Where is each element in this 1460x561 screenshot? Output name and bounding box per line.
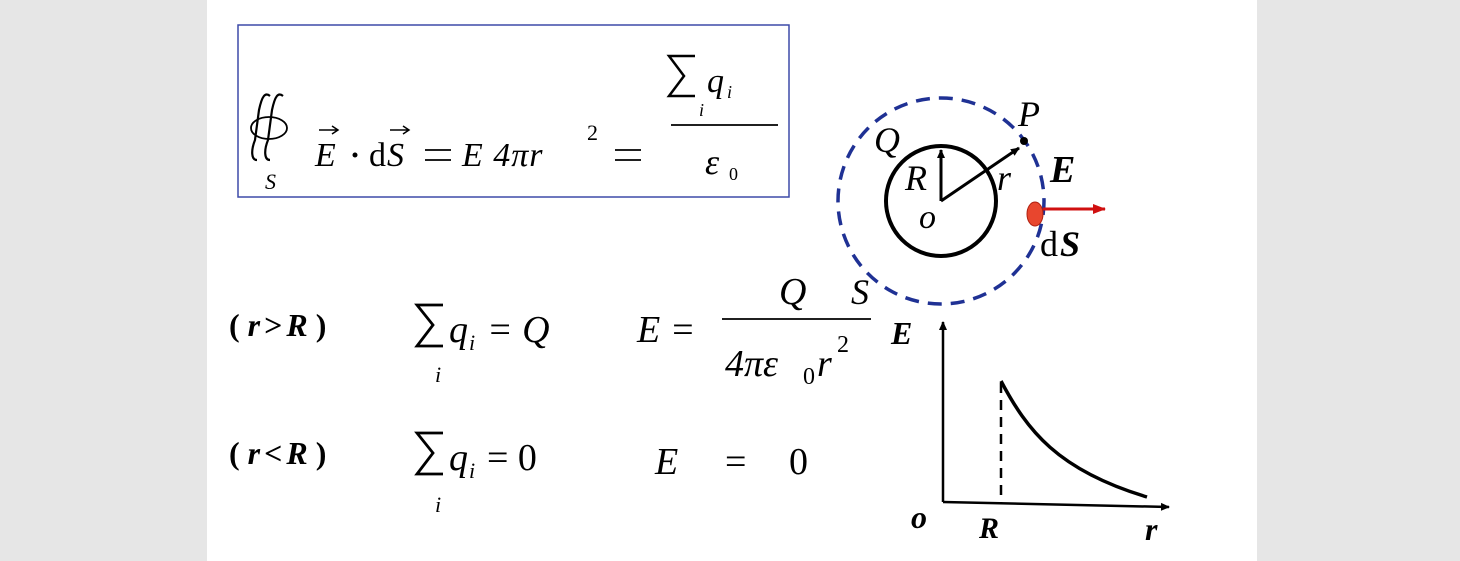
graph-field-curve <box>999 380 1148 499</box>
e-lhs-inside: E <box>654 441 678 483</box>
e-four-pi-r: E 4πr <box>461 137 544 174</box>
condition-op: > <box>264 307 282 343</box>
s-vector-arrow-icon <box>390 125 411 135</box>
sum-sigma-icon-inside <box>414 431 443 476</box>
gauss-law-equation-box: S E d S E 4πr 2 q i i ε 0 <box>237 24 790 198</box>
epsilon-subscript: 0 <box>729 164 738 184</box>
e-vs-r-graph: E o R r <box>890 315 1170 547</box>
e-vector-symbol: E <box>314 137 336 174</box>
sum-index: i <box>699 100 704 120</box>
slide-canvas: S E d S E 4πr 2 q i i ε 0 Q R o r P E d <box>229 24 1170 547</box>
graph-x-label: r <box>1145 511 1158 547</box>
sum-value-inside: = 0 <box>487 437 537 479</box>
equals-sign-2 <box>615 149 641 161</box>
field-e-label: E <box>1049 149 1075 191</box>
ds-s-vector-symbol: S <box>387 137 404 174</box>
point-p-dot <box>1020 137 1028 145</box>
sum-value-outside: = Q <box>487 309 550 351</box>
ds-label-s: S <box>1060 224 1080 264</box>
ds-label-d: d <box>1040 224 1058 264</box>
denominator-exp: 2 <box>837 332 849 358</box>
closed-surface-integral-icon <box>250 93 288 162</box>
condition-r: r <box>248 435 261 471</box>
condition-close-paren: ) <box>308 435 327 471</box>
graph-R-tick-label: R <box>978 512 999 545</box>
condition-outside: ( r>R ) <box>229 307 326 343</box>
gaussian-surface-circle <box>836 96 1046 306</box>
condition-inside: ( r<R ) <box>229 435 326 471</box>
sphere-radius-label: R <box>904 158 927 198</box>
equation-box-border <box>237 24 790 198</box>
r-vector-label: r <box>997 158 1012 198</box>
point-p-label: P <box>1017 94 1040 134</box>
e-value-inside: 0 <box>789 441 808 483</box>
surface-element-ds-patch <box>1026 201 1044 227</box>
numerator-q: Q <box>779 271 806 313</box>
condition-R: R <box>285 307 307 343</box>
sum-variable-q: q <box>707 63 724 100</box>
sum-index-outside: i <box>435 362 441 387</box>
sum-var-inside: q <box>449 437 468 479</box>
charged-sphere-diagram: Q R o r P E d S S <box>836 94 1106 312</box>
radius-r-arrow <box>940 146 1020 203</box>
sum-sub-outside: i <box>469 330 475 355</box>
gaussian-surface-label: S <box>851 272 869 312</box>
sum-index-inside: i <box>435 492 441 517</box>
slide: S E d S E 4πr 2 q i i ε 0 Q R o r P E d <box>207 0 1257 561</box>
sphere-charge-label: Q <box>874 120 900 160</box>
equals-sign-1 <box>425 149 451 161</box>
e-lhs-outside: E = <box>636 309 695 351</box>
r-squared-exponent: 2 <box>587 120 598 145</box>
sphere-center-label: o <box>919 199 936 236</box>
surface-subscript: S <box>265 169 276 194</box>
condition-r: r <box>248 307 261 343</box>
e-vector-arrow-icon <box>319 125 340 135</box>
denominator-main: 4πε <box>725 343 778 385</box>
ds-d: d <box>369 137 386 174</box>
dot-product-symbol <box>352 152 358 158</box>
condition-op: < <box>264 435 282 471</box>
sum-sub-inside: i <box>469 458 475 483</box>
denominator-r: r <box>817 343 832 385</box>
condition-close-paren: ) <box>308 307 327 343</box>
charged-sphere-circle <box>884 144 998 258</box>
condition-open-paren: ( <box>229 307 248 343</box>
case-inside-row: ( r<R ) i q i = 0 E = 0 <box>229 431 808 517</box>
condition-R: R <box>285 435 307 471</box>
sum-variable-sub: i <box>727 82 732 102</box>
condition-open-paren: ( <box>229 435 248 471</box>
graph-x-axis <box>942 500 1170 511</box>
epsilon-symbol: ε <box>705 142 720 182</box>
graph-origin-label: o <box>911 499 927 535</box>
denominator-sub: 0 <box>803 364 815 390</box>
sum-var-outside: q <box>449 309 468 351</box>
sum-sigma-icon-outside <box>414 303 443 348</box>
graph-y-label: E <box>890 315 912 351</box>
sum-sigma-icon <box>666 54 695 98</box>
case-outside-row: ( r>R ) i q i = Q E = Q 4πε 0 r 2 <box>229 271 871 390</box>
equals-inside: = <box>725 441 746 483</box>
